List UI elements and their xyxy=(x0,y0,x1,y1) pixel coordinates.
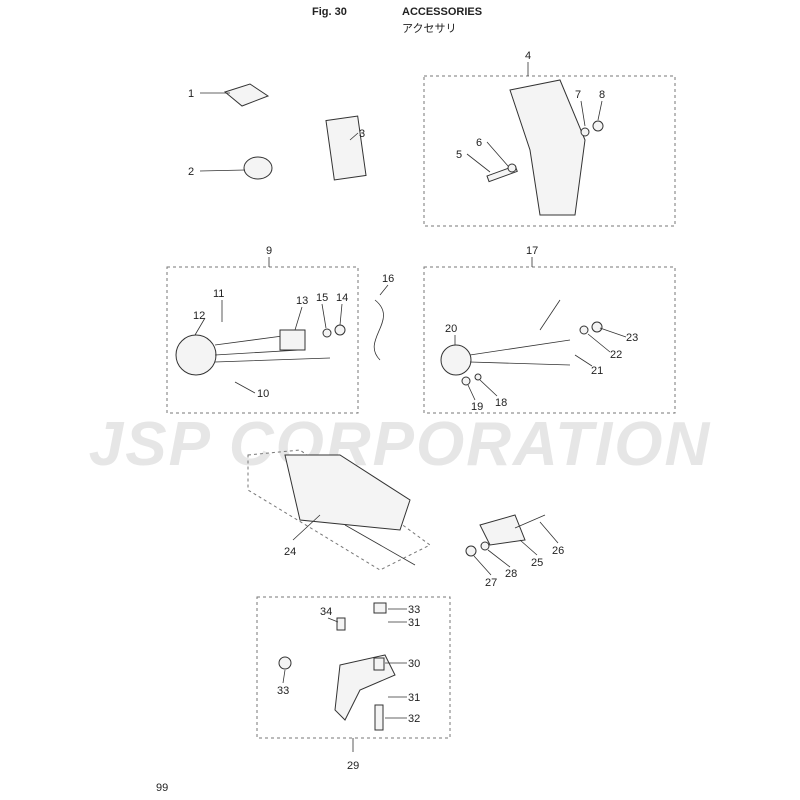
callout-14: 14 xyxy=(336,292,348,304)
part-20-gauge xyxy=(440,344,472,376)
figure-number: Fig. 30 xyxy=(312,6,347,18)
group-box-17 xyxy=(423,266,676,414)
callout-2: 2 xyxy=(188,166,194,178)
group-box-9 xyxy=(166,266,359,414)
part-9-harness xyxy=(214,334,331,363)
callout-23: 23 xyxy=(626,332,638,344)
part-14-nut xyxy=(334,324,346,336)
callout-17: 17 xyxy=(526,245,538,257)
callout-15: 15 xyxy=(316,292,328,304)
callout-31: 31 xyxy=(408,617,420,629)
part-3-label xyxy=(325,115,367,181)
part-24-housing xyxy=(284,454,411,531)
part-19 xyxy=(461,376,471,386)
callout-18: 18 xyxy=(495,397,507,409)
part-7-washer xyxy=(580,127,590,137)
group-box-29 xyxy=(256,596,451,739)
callout-10: 10 xyxy=(257,388,269,400)
part-18 xyxy=(474,373,482,381)
part-33-nut-b xyxy=(278,656,292,670)
callout-24: 24 xyxy=(284,546,296,558)
callout-28: 28 xyxy=(505,568,517,580)
callout-29: 29 xyxy=(347,760,359,772)
part-29-arm xyxy=(334,654,396,721)
callout-5: 5 xyxy=(456,149,462,161)
part-30-collar xyxy=(373,657,385,671)
group-box-4 xyxy=(423,75,676,227)
callout-12: 12 xyxy=(193,310,205,322)
part-1-pouch xyxy=(223,83,270,107)
page-number: 99 xyxy=(156,782,169,794)
part-32-bolt xyxy=(374,704,384,731)
callout-11: 11 xyxy=(213,288,224,300)
callout-21: 21 xyxy=(591,365,603,377)
callout-3: 3 xyxy=(359,128,365,140)
part-27-nut xyxy=(465,545,477,557)
callout-22: 22 xyxy=(610,349,622,361)
callout-27: 27 xyxy=(485,577,497,589)
part-15-washer xyxy=(322,328,332,338)
callout-32: 32 xyxy=(408,713,420,725)
group-box-24 xyxy=(247,449,431,571)
part-8-nut xyxy=(592,120,604,132)
callout-20: 20 xyxy=(445,323,457,335)
callout-33: 33 xyxy=(408,604,420,616)
part-17-harness xyxy=(469,299,571,366)
part-13-bracket xyxy=(279,329,306,351)
callout-34: 34 xyxy=(320,606,332,618)
part-22-washer xyxy=(579,325,589,335)
part-25-plate xyxy=(479,514,526,546)
leader-lines xyxy=(194,62,627,752)
figure-title-japanese: アクセサリ xyxy=(402,23,457,35)
part-16-wire xyxy=(373,299,384,361)
callout-16: 16 xyxy=(382,273,394,285)
callout-4: 4 xyxy=(525,50,531,62)
part-33-nut xyxy=(373,602,387,614)
callout-30: 30 xyxy=(408,658,420,670)
figure-title: ACCESSORIES xyxy=(402,6,483,18)
watermark: JSP CORPORATION xyxy=(88,410,712,479)
callout-7: 7 xyxy=(575,89,581,101)
part-26-stud xyxy=(514,514,546,529)
part-23-nut xyxy=(591,321,603,333)
callout-1: 1 xyxy=(188,88,194,100)
callout-13: 13 xyxy=(296,295,308,307)
part-4-bracket xyxy=(509,79,586,216)
callout-6: 6 xyxy=(476,137,482,149)
part-34-bolt xyxy=(336,617,346,631)
callout-33-b: 33 xyxy=(277,685,289,697)
part-28-washer xyxy=(480,541,490,551)
part-6-washer xyxy=(507,163,517,173)
callout-31-b: 31 xyxy=(408,692,420,704)
callout-19: 19 xyxy=(471,401,483,413)
callout-25: 25 xyxy=(531,557,543,569)
callout-8: 8 xyxy=(599,89,605,101)
part-2-coil xyxy=(243,156,273,180)
part-24-rod xyxy=(344,524,416,566)
callout-9: 9 xyxy=(266,245,272,257)
part-12-gauge xyxy=(175,334,217,376)
callout-26: 26 xyxy=(552,545,564,557)
